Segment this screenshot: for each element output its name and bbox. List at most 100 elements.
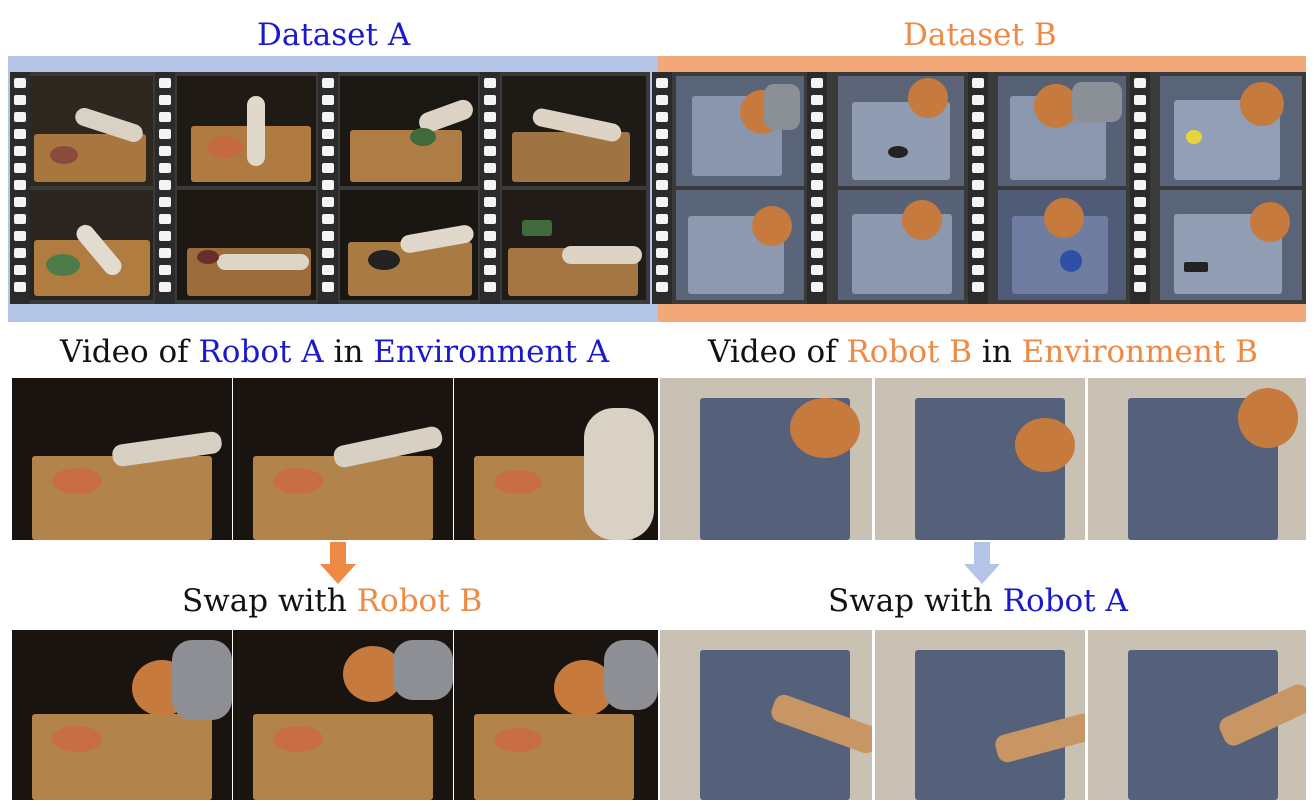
- dataset-b-frame: [1160, 190, 1302, 300]
- swapped-a-frame: [12, 630, 232, 800]
- swap-b-robot: Robot A: [1002, 583, 1128, 619]
- dataset-b-title: Dataset B: [903, 20, 1057, 51]
- film-hole: [322, 163, 334, 173]
- film-hole: [322, 248, 334, 258]
- film-hole: [972, 282, 984, 292]
- film-hole: [811, 180, 823, 190]
- caption-a-prefix: Video of: [60, 334, 199, 370]
- swap-b-prefix: Swap with: [828, 583, 1003, 619]
- film-hole: [14, 197, 26, 207]
- film-hole: [159, 112, 171, 122]
- video-a-frame: [12, 378, 232, 540]
- dataset-a-frame: [177, 76, 316, 186]
- dataset-b-frame: [676, 190, 804, 300]
- film-hole: [14, 282, 26, 292]
- dataset-a-frame: [502, 190, 646, 300]
- film-hole: [484, 248, 496, 258]
- film-hole: [14, 180, 26, 190]
- film-hole: [972, 231, 984, 241]
- film-hole: [14, 231, 26, 241]
- film-hole: [484, 129, 496, 139]
- film-hole: [484, 95, 496, 105]
- dataset-a-title: Dataset A: [257, 20, 410, 51]
- caption-a-middle: in: [323, 334, 374, 370]
- film-sprocket: [1130, 72, 1150, 304]
- film-sprocket: [10, 72, 30, 304]
- film-hole: [322, 146, 334, 156]
- film-hole: [322, 214, 334, 224]
- film-hole: [1134, 163, 1146, 173]
- film-hole: [322, 265, 334, 275]
- film-hole: [484, 163, 496, 173]
- film-hole: [656, 112, 668, 122]
- film-hole: [14, 129, 26, 139]
- dataset-a-frame: [177, 190, 316, 300]
- dataset-b-title-text: Dataset B: [903, 17, 1057, 53]
- film-hole: [972, 197, 984, 207]
- swap-caption-b: Swap with Robot A: [828, 586, 1128, 617]
- film-hole: [1134, 78, 1146, 88]
- video-b-frame: [660, 378, 872, 540]
- dataset-b-frame: [838, 190, 964, 300]
- dataset-a-frame: [502, 76, 646, 186]
- caption-b-robot: Robot B: [846, 334, 973, 370]
- dataset-a-title-text: Dataset A: [257, 17, 411, 53]
- dataset-b-frame: [838, 76, 964, 186]
- film-hole: [811, 282, 823, 292]
- film-hole: [1134, 248, 1146, 258]
- film-hole: [14, 214, 26, 224]
- film-hole: [811, 129, 823, 139]
- film-hole: [1134, 112, 1146, 122]
- caption-b-prefix: Video of: [708, 334, 847, 370]
- down-arrow-icon: [964, 542, 1000, 584]
- film-hole: [811, 78, 823, 88]
- film-hole: [972, 248, 984, 258]
- film-hole: [14, 265, 26, 275]
- film-hole: [322, 282, 334, 292]
- film-hole: [656, 231, 668, 241]
- swapped-b-frame: [660, 630, 872, 800]
- film-hole: [656, 180, 668, 190]
- dataset-a-frame: [340, 76, 478, 186]
- dataset-a-film-strip: [10, 72, 650, 304]
- film-hole: [972, 265, 984, 275]
- film-hole: [159, 265, 171, 275]
- film-hole: [14, 248, 26, 258]
- film-hole: [484, 112, 496, 122]
- swap-a-prefix: Swap with: [182, 583, 357, 619]
- film-hole: [159, 214, 171, 224]
- film-hole: [14, 78, 26, 88]
- caption-b: Video of Robot B in Environment B: [708, 337, 1258, 368]
- swap-caption-a: Swap with Robot B: [182, 586, 482, 617]
- video-a-frame: [233, 378, 453, 540]
- film-hole: [1134, 180, 1146, 190]
- swapped-b-frame: [875, 630, 1085, 800]
- caption-b-middle: in: [972, 334, 1022, 370]
- film-hole: [159, 197, 171, 207]
- caption-a-environment: Environment A: [373, 334, 610, 370]
- film-hole: [811, 163, 823, 173]
- film-sprocket: [155, 72, 175, 304]
- swapped-a-frame: [454, 630, 658, 800]
- film-hole: [322, 112, 334, 122]
- film-hole: [159, 129, 171, 139]
- film-hole: [811, 112, 823, 122]
- film-hole: [322, 197, 334, 207]
- film-sprocket: [480, 72, 500, 304]
- caption-b-environment: Environment B: [1021, 334, 1258, 370]
- film-hole: [811, 231, 823, 241]
- film-sprocket: [807, 72, 827, 304]
- film-hole: [1134, 282, 1146, 292]
- film-hole: [656, 214, 668, 224]
- down-arrow-icon: [320, 542, 356, 584]
- film-hole: [484, 180, 496, 190]
- film-hole: [159, 78, 171, 88]
- film-sprocket: [652, 72, 672, 304]
- film-hole: [656, 265, 668, 275]
- video-b-frame: [875, 378, 1085, 540]
- film-hole: [811, 146, 823, 156]
- film-hole: [14, 146, 26, 156]
- film-hole: [972, 129, 984, 139]
- film-hole: [972, 146, 984, 156]
- film-hole: [972, 180, 984, 190]
